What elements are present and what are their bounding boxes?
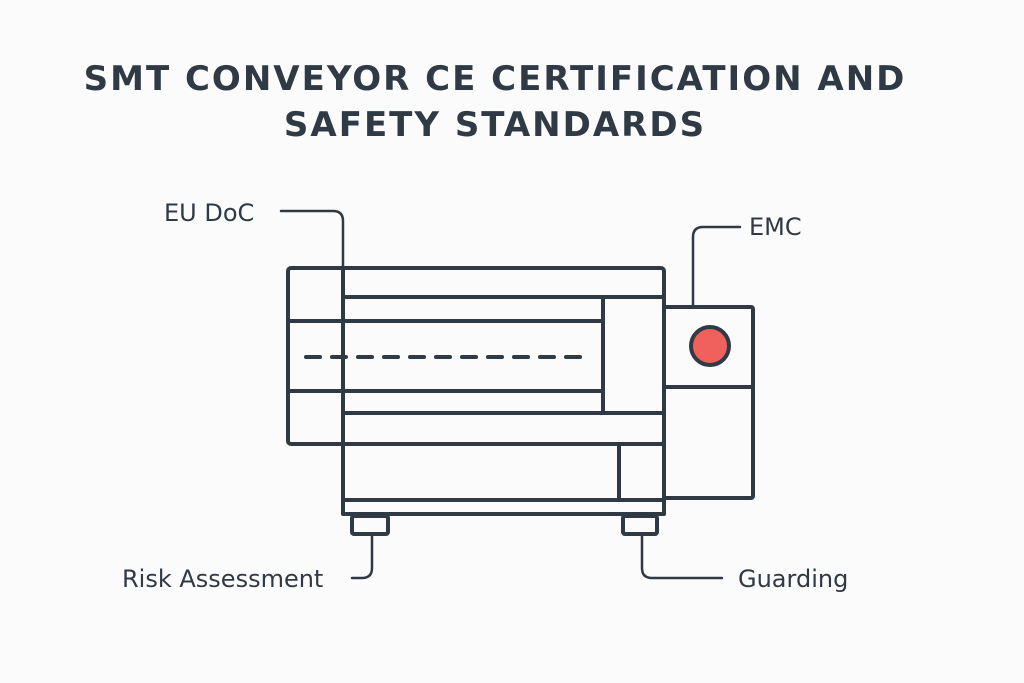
- risk-assessment-label: Risk Assessment: [122, 565, 324, 593]
- emc-label: EMC: [749, 213, 802, 241]
- conveyor-base-cabinet: [341, 442, 666, 502]
- eu-doc-leader-line: [279, 209, 345, 270]
- control-box: [662, 305, 755, 500]
- conveyor-bottom-plinth: [341, 498, 666, 516]
- conveyor-foot-left: [350, 514, 390, 536]
- guarding-leader-line: [640, 532, 724, 580]
- diagram-title-line-2: SAFETY STANDARDS: [283, 105, 707, 145]
- risk-assessment-leader-line: [350, 532, 374, 580]
- emc-leader-line: [691, 225, 742, 309]
- diagram-title-line-1: SMT CONVEYOR CE CERTIFICATION AND: [83, 59, 907, 99]
- emergency-indicator-icon: [689, 325, 731, 367]
- guarding-label: Guarding: [738, 565, 849, 593]
- conveyor-upper-panel: [341, 295, 605, 323]
- conveyor-foot-right: [621, 514, 659, 536]
- eu-doc-label: EU DoC: [164, 199, 255, 227]
